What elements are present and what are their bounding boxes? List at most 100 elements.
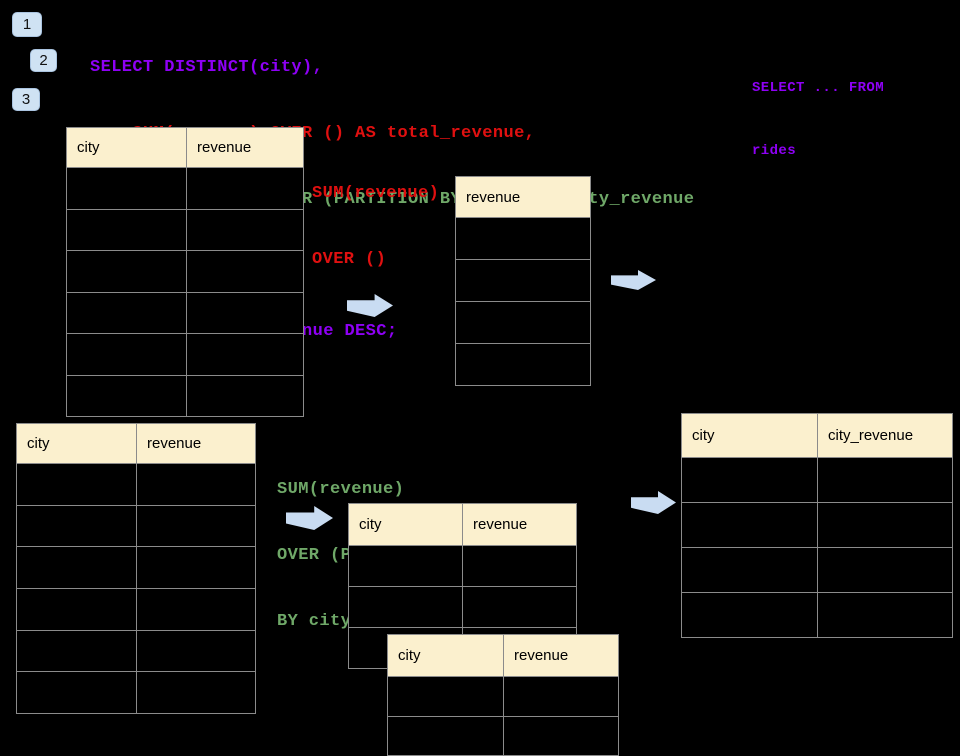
- table-cell: [67, 210, 187, 252]
- column-header-city: city: [388, 635, 504, 677]
- table-cell: [682, 593, 818, 638]
- annotation-total-line-2: OVER (): [312, 249, 439, 271]
- table-cell: [504, 677, 619, 717]
- table-cell: [682, 458, 818, 503]
- table-cell: [67, 334, 187, 376]
- table-body: [67, 168, 304, 417]
- table-cell: [187, 210, 304, 252]
- table-total-revenue-result: revenue: [455, 176, 591, 386]
- table-cell: [137, 547, 256, 589]
- table-cell: [187, 168, 304, 210]
- table-body: [17, 464, 256, 714]
- step-badge-2: 2: [30, 49, 57, 72]
- annotation-partition-line-1: SUM(revenue): [277, 479, 436, 501]
- table-cell: [456, 344, 591, 386]
- table-row: [682, 548, 953, 593]
- table-row: [67, 210, 304, 252]
- table-header-row: city revenue: [388, 635, 619, 677]
- table-body: [456, 218, 591, 386]
- column-header-revenue: revenue: [137, 424, 256, 464]
- table-cell: [388, 677, 504, 717]
- table-cell: [67, 251, 187, 293]
- step-badge-1-label: 1: [23, 16, 31, 33]
- table-source-bottom: city revenue: [16, 423, 256, 714]
- table-cell: [137, 672, 256, 714]
- table-cell: [682, 548, 818, 593]
- table-cell: [349, 546, 463, 587]
- column-header-revenue: revenue: [187, 128, 304, 168]
- side-note-line-1: SELECT ... FROM: [752, 78, 884, 99]
- table-header-row: city city_revenue: [682, 414, 953, 458]
- table-cell: [818, 593, 953, 638]
- table-header-row: revenue: [456, 177, 591, 218]
- column-header-revenue: revenue: [456, 177, 591, 218]
- table-cell: [187, 251, 304, 293]
- table-cell: [17, 589, 137, 631]
- table-cell: [17, 506, 137, 548]
- table-body: [682, 458, 953, 638]
- table-header-row: city revenue: [17, 424, 256, 464]
- table-cell: [187, 334, 304, 376]
- table-cell: [349, 587, 463, 628]
- table-cell: [456, 260, 591, 302]
- table-body: [388, 677, 619, 756]
- column-header-revenue: revenue: [504, 635, 619, 677]
- table-cell: [463, 546, 577, 587]
- table-row: [456, 344, 591, 386]
- table-row: [388, 677, 619, 717]
- table-partition-step2: city revenue: [387, 634, 619, 756]
- table-cell: [67, 293, 187, 335]
- table-cell: [17, 631, 137, 673]
- table-cell: [456, 302, 591, 344]
- table-header-row: city revenue: [67, 128, 304, 168]
- annotation-total-revenue: SUM(revenue) OVER (): [312, 139, 439, 293]
- table-row: [67, 334, 304, 376]
- table-row: [388, 717, 619, 756]
- table-row: [349, 587, 577, 628]
- table-cell: [187, 376, 304, 418]
- table-row: [456, 302, 591, 344]
- side-note-line-2: rides: [752, 141, 884, 162]
- table-cell: [463, 587, 577, 628]
- table-cell: [504, 717, 619, 756]
- table-row: [682, 458, 953, 503]
- table-row: [17, 464, 256, 506]
- table-cell: [137, 631, 256, 673]
- table-cell: [137, 464, 256, 506]
- table-partition-result: city city_revenue: [681, 413, 953, 638]
- table-row: [67, 293, 304, 335]
- step-badge-1: 1: [12, 12, 42, 37]
- annotation-total-line-1: SUM(revenue): [312, 183, 439, 205]
- column-header-city: city: [67, 128, 187, 168]
- column-header-city: city: [682, 414, 818, 458]
- right-arrow-icon: [631, 491, 676, 514]
- table-cell: [456, 218, 591, 260]
- table-header-row: city revenue: [349, 504, 577, 546]
- table-row: [456, 218, 591, 260]
- table-cell: [67, 168, 187, 210]
- step-badge-3-label: 3: [22, 91, 30, 108]
- column-header-city: city: [349, 504, 463, 546]
- table-cell: [17, 464, 137, 506]
- table-cell: [388, 717, 504, 756]
- table-row: [682, 593, 953, 638]
- step-badge-2-label: 2: [39, 52, 47, 69]
- side-note-select-from: SELECT ... FROM rides: [752, 36, 884, 183]
- table-row: [17, 547, 256, 589]
- table-cell: [137, 589, 256, 631]
- table-cell: [137, 506, 256, 548]
- sql-line-select: SELECT DISTINCT(city),: [90, 57, 694, 79]
- table-row: [682, 503, 953, 548]
- step-badge-3: 3: [12, 88, 40, 111]
- table-row: [17, 631, 256, 673]
- table-row: [456, 260, 591, 302]
- column-header-city: city: [17, 424, 137, 464]
- column-header-revenue: revenue: [463, 504, 577, 546]
- table-row: [17, 672, 256, 714]
- table-cell: [17, 547, 137, 589]
- table-cell: [818, 458, 953, 503]
- table-cell: [67, 376, 187, 418]
- table-row: [17, 506, 256, 548]
- table-cell: [818, 503, 953, 548]
- table-row: [67, 376, 304, 418]
